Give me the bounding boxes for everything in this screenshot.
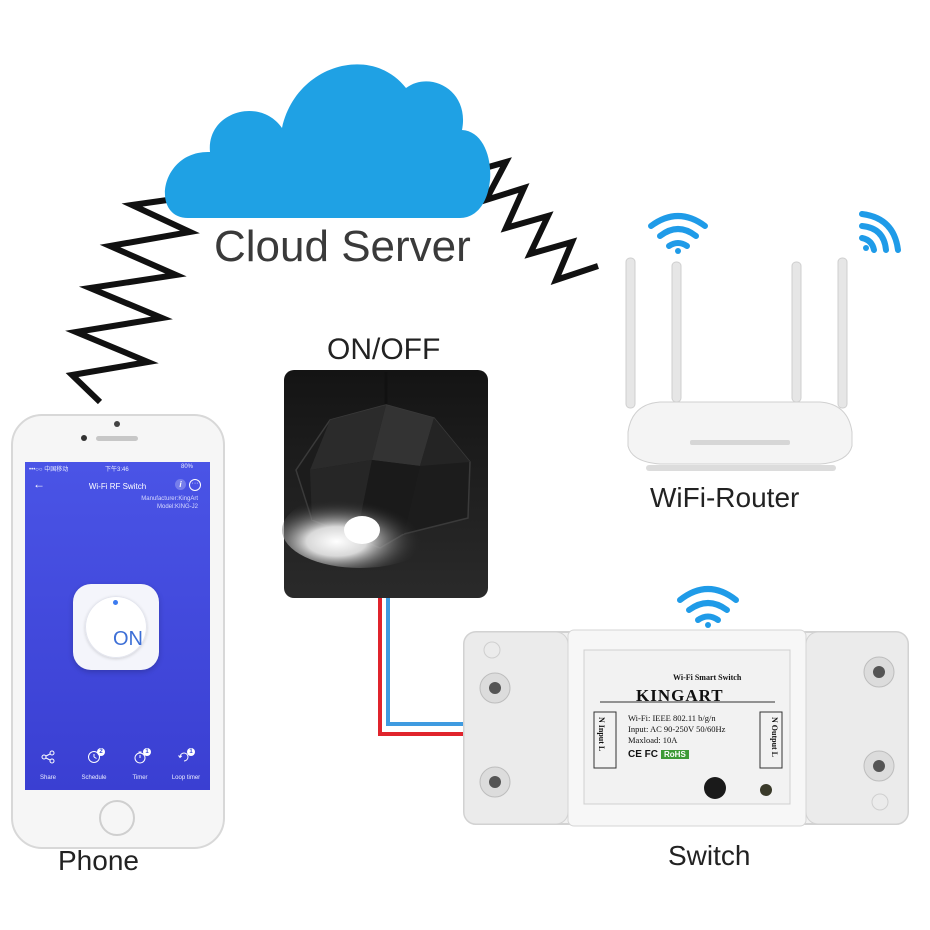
info-icon[interactable]: i — [175, 479, 186, 490]
router-label: WiFi-Router — [650, 482, 800, 513]
switch-spec-load: Maxload: 10A — [628, 735, 678, 745]
cloud-server-icon — [164, 64, 491, 218]
carrier-status: •••○○ 中国移动 — [29, 467, 69, 473]
neutral-wire — [386, 598, 466, 726]
smart-switch-device — [463, 629, 909, 827]
schedule-icon[interactable] — [87, 750, 101, 764]
battery-status: 80% — [181, 464, 194, 470]
model-text: Model:KING-J2 — [156, 504, 198, 510]
switch-input-terminal-label: N Input L — [597, 717, 606, 752]
power-indicator-dot — [113, 600, 118, 605]
schedule-badge: 2 — [97, 748, 105, 756]
loop-timer-icon[interactable] — [177, 750, 191, 764]
toolbar-loop-timer-label[interactable]: Loop timer — [171, 775, 201, 781]
rohs-badge: RoHS — [661, 750, 689, 759]
wifi-signal-icon — [859, 211, 901, 253]
toolbar-schedule-label[interactable]: Schedule — [81, 775, 107, 781]
wifi-signal-icon — [677, 586, 739, 623]
switch-brand: KINGART — [636, 686, 724, 705]
power-state-label: ON — [113, 628, 143, 650]
switch-spec-wifi: Wi-Fi: IEEE 802.11 b/g/n — [628, 713, 716, 723]
pendant-lamp-image — [282, 370, 488, 598]
live-wire — [378, 598, 466, 736]
back-arrow-icon[interactable]: ← — [33, 477, 45, 491]
switch-spec-input: Input: AC 90-250V 50/60Hz — [628, 724, 726, 734]
toolbar-share-label[interactable]: Share — [39, 775, 56, 781]
cloud-server-label: Cloud Server — [214, 222, 471, 271]
wifi-router-icon — [625, 257, 853, 471]
switch-product-title: Wi-Fi Smart Switch — [673, 673, 742, 682]
timer-icon[interactable] — [133, 750, 147, 764]
power-toggle-button[interactable]: ON — [85, 596, 147, 658]
wireless-link-cloud-router — [477, 157, 599, 285]
clock-status: 下午3:46 — [105, 467, 129, 473]
lamp-onoff-label: ON/OFF — [327, 333, 441, 366]
switch-cert-marks: CE FC — [628, 749, 658, 760]
loop-timer-badge: 1 — [187, 748, 195, 756]
switch-label: Switch — [668, 840, 751, 871]
timer-badge: 1 — [143, 748, 151, 756]
app-title: Wi-Fi RF Switch — [88, 482, 147, 491]
phone-app-screen: •••○○ 中国移动 下午3:46 80% ← Wi-Fi RF Switch … — [25, 462, 210, 790]
wireless-link-phone-cloud — [65, 193, 200, 405]
phone-label: Phone — [58, 845, 139, 876]
manufacturer-text: Manufacturer:KingArt — [141, 496, 198, 502]
power-toggle-tile[interactable]: ON — [73, 584, 159, 670]
share-icon[interactable] — [41, 750, 55, 764]
wifi-signal-icon — [648, 213, 708, 249]
toolbar-timer-label[interactable]: Timer — [132, 775, 148, 781]
more-options-icon[interactable]: ··· — [189, 479, 201, 491]
switch-output-terminal-label: N Output L — [770, 717, 779, 758]
